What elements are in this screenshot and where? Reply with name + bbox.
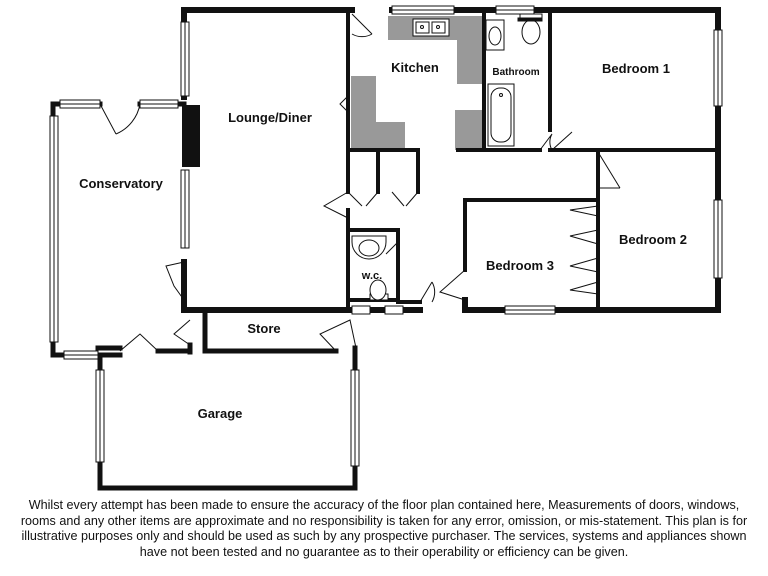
label-conservatory: Conservatory bbox=[79, 176, 164, 191]
label-wc: w.c. bbox=[361, 270, 382, 282]
door-garage bbox=[119, 333, 159, 352]
label-lounge: Lounge/Diner bbox=[228, 110, 312, 125]
door-front bbox=[419, 281, 436, 303]
label-bathroom: Bathroom bbox=[492, 67, 539, 78]
label-store: Store bbox=[247, 321, 280, 336]
window-wc-2 bbox=[384, 305, 404, 315]
disclaimer-line-3: illustrative purposes only and should be… bbox=[21, 529, 747, 544]
toilet-icon bbox=[521, 19, 541, 45]
disclaimer-line-1: Whilst every attempt has been made to en… bbox=[28, 498, 740, 512]
kitchen-worktops bbox=[351, 16, 484, 150]
label-bedroom1: Bedroom 1 bbox=[602, 61, 670, 76]
door-bedroom1 bbox=[551, 131, 573, 151]
wc-toilet-icon bbox=[369, 279, 387, 301]
walls bbox=[50, 7, 721, 491]
wardrobe bbox=[569, 205, 599, 295]
door-store bbox=[173, 319, 191, 346]
windows bbox=[49, 5, 723, 467]
floor-plan: Kitchen Bathroom Bedroom 1 Lounge/Diner … bbox=[49, 5, 723, 491]
door-lounge-hall bbox=[322, 191, 349, 219]
sink-icon bbox=[412, 18, 450, 37]
door-bathroom bbox=[539, 133, 553, 151]
door-cupboards bbox=[347, 191, 419, 207]
disclaimer-line-2: rooms and any other items are approximat… bbox=[20, 513, 748, 528]
door-kitchen-entry bbox=[351, 13, 373, 38]
door-conservatory bbox=[99, 103, 141, 135]
label-bedroom2: Bedroom 2 bbox=[619, 232, 687, 247]
bathroom-fittings bbox=[485, 13, 543, 147]
label-garage: Garage bbox=[198, 406, 243, 421]
door-bedroom3 bbox=[439, 269, 466, 301]
window-wc bbox=[351, 305, 371, 315]
door-wc bbox=[385, 241, 399, 255]
wc-fittings bbox=[351, 235, 389, 301]
door-kitchen bbox=[339, 95, 349, 113]
doors bbox=[99, 13, 621, 352]
door-bedroom2 bbox=[597, 151, 621, 189]
label-bedroom3: Bedroom 3 bbox=[486, 258, 554, 273]
label-kitchen: Kitchen bbox=[391, 60, 439, 75]
disclaimer-text: Whilst every attempt has been made to en… bbox=[0, 498, 768, 560]
room-labels: Kitchen Bathroom Bedroom 1 Lounge/Diner … bbox=[79, 60, 687, 421]
door-conservatory-lounge bbox=[165, 261, 185, 301]
door-store-side bbox=[319, 319, 357, 352]
disclaimer-line-4: have not been tested and no guarantee as… bbox=[139, 544, 629, 559]
